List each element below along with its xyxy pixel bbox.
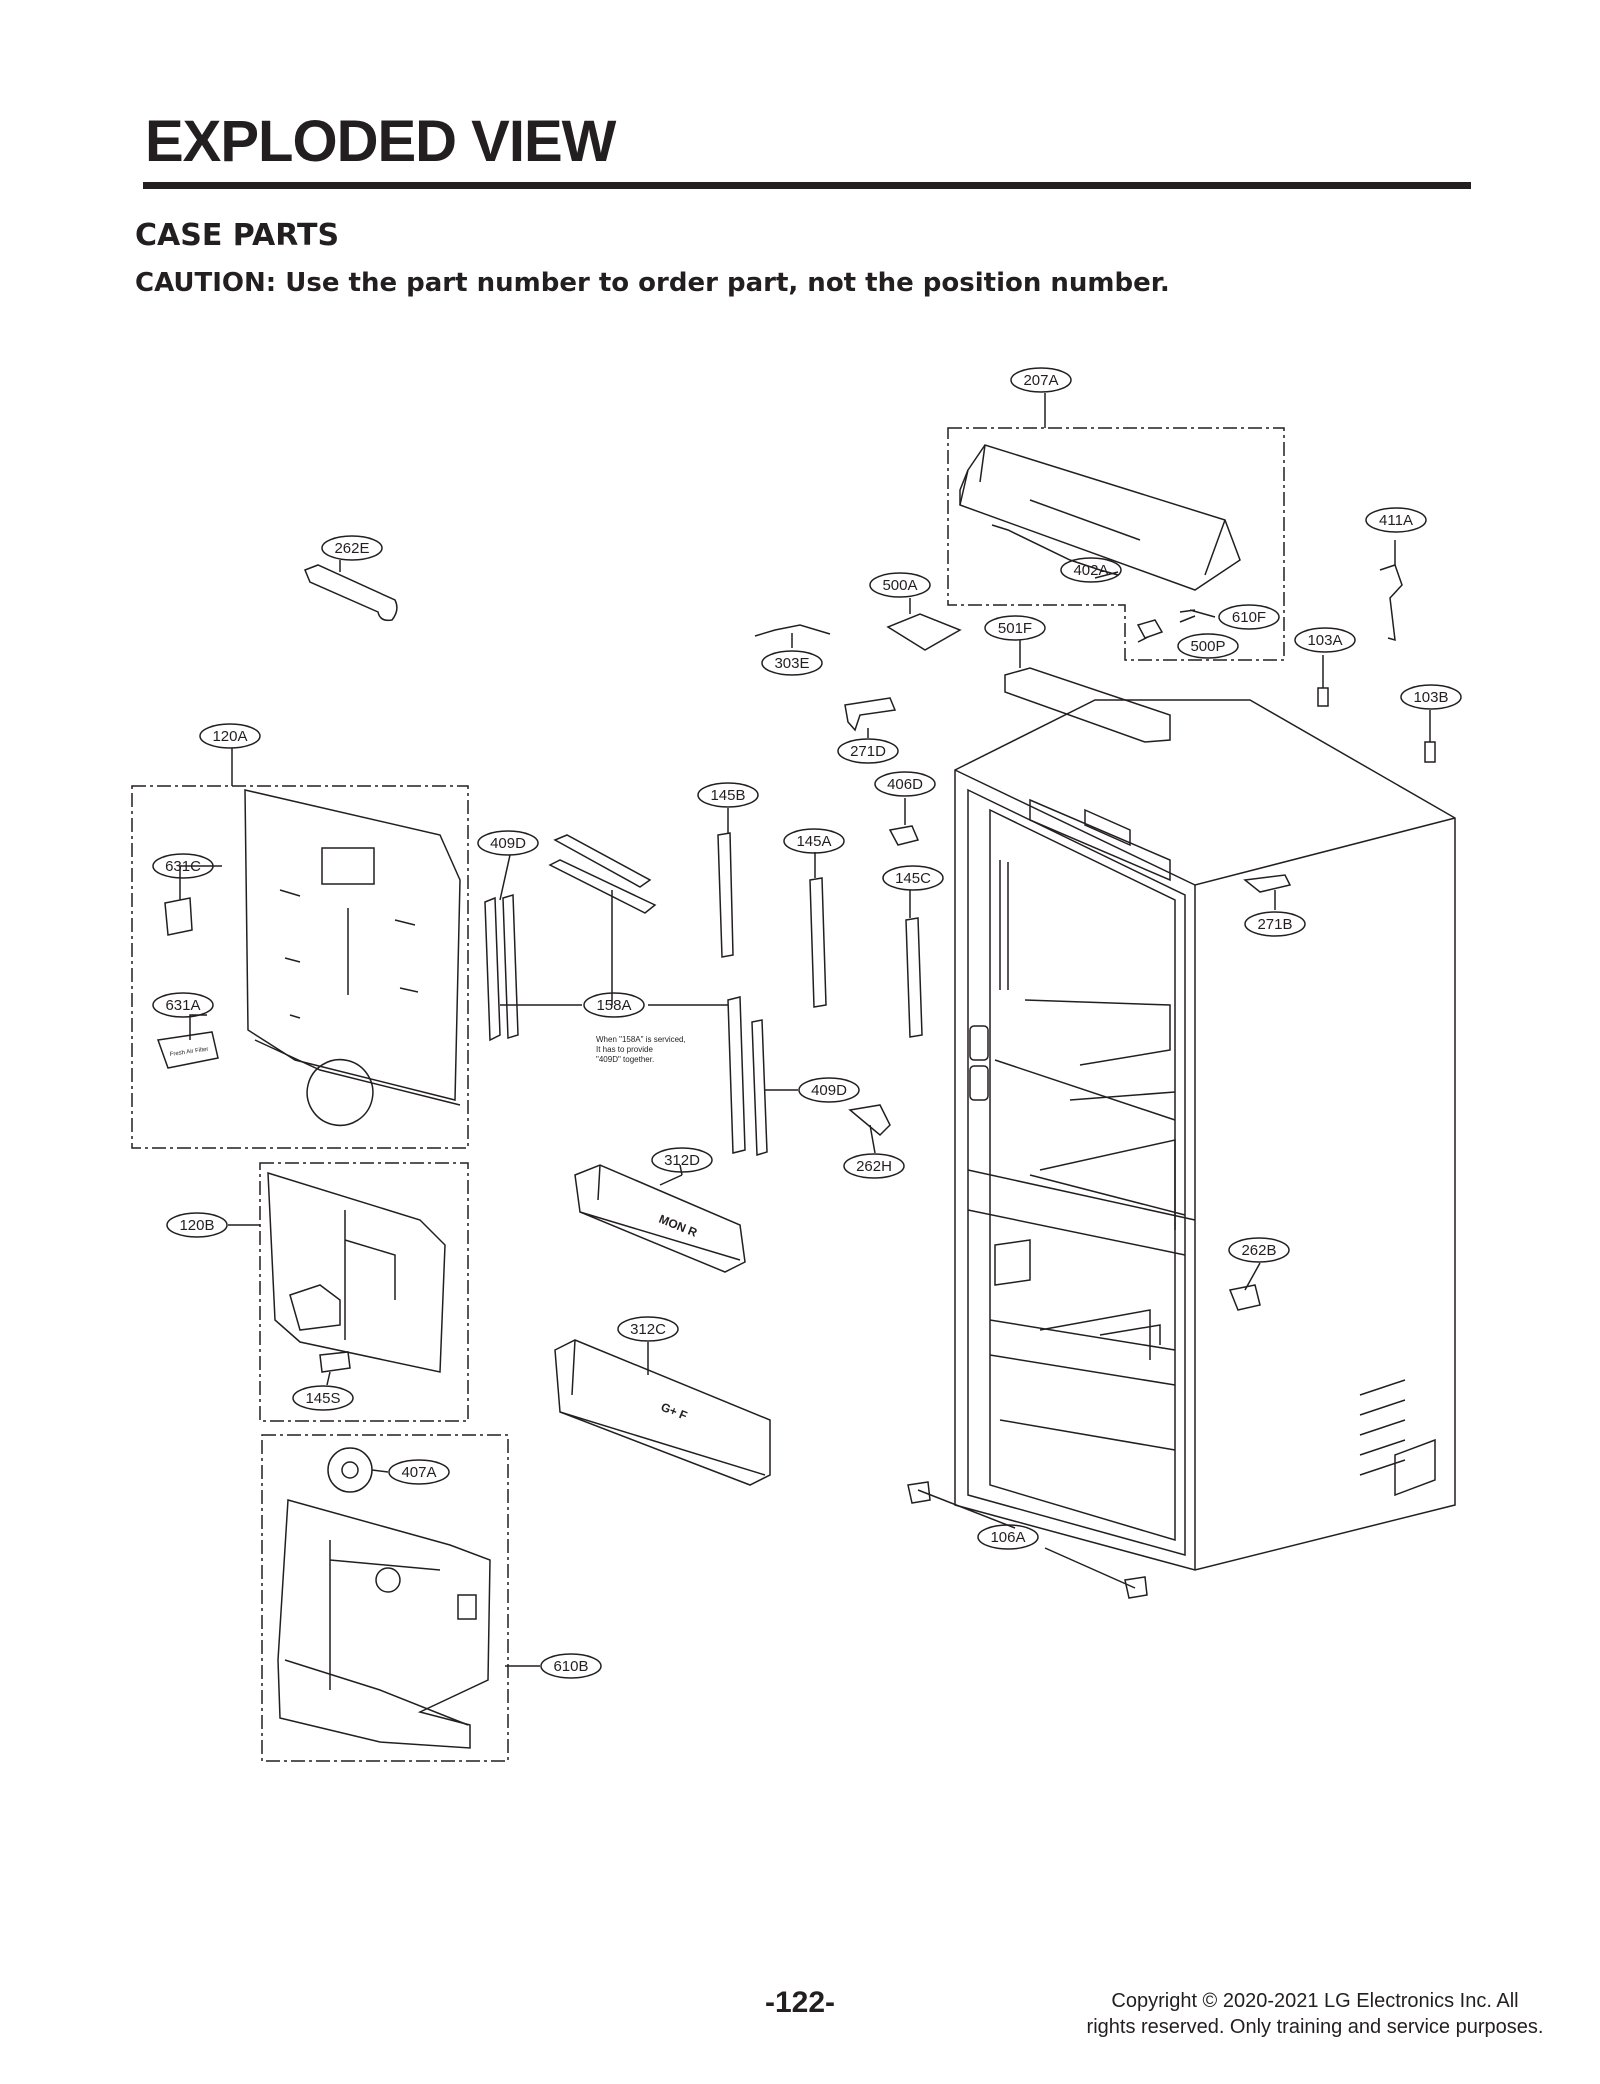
part-303E-wire <box>754 624 831 637</box>
part-500P-module <box>1136 619 1164 639</box>
part-610B-duct <box>277 1499 491 1749</box>
service-note-line-3: "409D" together. <box>596 1055 654 1064</box>
part-409D-top-bar <box>553 834 652 888</box>
part-402A-wire <box>991 524 1119 576</box>
part-406D <box>888 825 920 846</box>
callout-500P: 500P <box>1190 638 1225 655</box>
callout-158A: 158A <box>596 997 631 1014</box>
part-103B <box>1424 741 1436 763</box>
service-note-line-2: It has to provide <box>596 1045 653 1054</box>
part-262H <box>848 1104 891 1137</box>
part-103A <box>1317 687 1329 707</box>
filter-label: Fresh Air Filter <box>169 1047 208 1058</box>
callout-ellipses <box>152 367 1462 1679</box>
callout-500A: 500A <box>882 577 917 594</box>
callout-402A: 402A <box>1073 562 1108 579</box>
part-106A-leg-front <box>907 1481 931 1504</box>
part-271D-hinge <box>844 697 897 732</box>
callout-271D: 271D <box>850 743 886 760</box>
part-145B-rail <box>717 832 734 958</box>
group-box-610B <box>261 1434 509 1762</box>
part-409D-right-strip <box>502 894 519 1039</box>
caution-note: CAUTION: Use the part number to order pa… <box>135 268 1170 298</box>
part-262E-wrench <box>304 564 398 622</box>
leader-lines <box>179 393 1431 1667</box>
part-145C-rail <box>905 917 923 1038</box>
part-158A-vertical <box>727 996 746 1154</box>
part-106A-leg-back <box>1124 1576 1148 1599</box>
section-title: CASE PARTS <box>135 218 340 253</box>
callout-631A: 631A <box>165 997 200 1014</box>
part-501F-duct <box>1004 667 1171 743</box>
part-631A-filter <box>156 1031 219 1069</box>
callout-303E: 303E <box>774 655 809 672</box>
callout-406D: 406D <box>887 776 923 793</box>
copyright-notice: Copyright © 2020-2021 LG Electronics Inc… <box>1086 1990 1544 2038</box>
callout-103A: 103A <box>1307 632 1342 649</box>
callout-145A: 145A <box>796 833 831 850</box>
callout-145S: 145S <box>305 1390 340 1407</box>
part-120A-panel <box>244 789 461 1127</box>
part-500A-board <box>886 613 962 651</box>
callout-271B: 271B <box>1257 916 1292 933</box>
callout-610F: 610F <box>1232 609 1266 626</box>
refrigerator-cabinet <box>954 699 1456 1571</box>
callout-145B: 145B <box>710 787 745 804</box>
callout-409D-bottom: 409D <box>811 1082 847 1099</box>
bin-312C-label: G+ F <box>659 1400 689 1423</box>
callout-207A: 207A <box>1023 372 1058 389</box>
callout-631C: 631C <box>165 858 201 875</box>
callout-120B: 120B <box>179 1217 214 1234</box>
bin-312D-label: MON R <box>657 1212 700 1240</box>
callout-312D: 312D <box>664 1152 700 1169</box>
group-box-207A <box>947 427 1285 661</box>
callout-312C: 312C <box>630 1321 666 1338</box>
part-145S <box>319 1351 351 1373</box>
callout-103B: 103B <box>1413 689 1448 706</box>
part-145A-rail <box>809 877 827 1008</box>
title-rule <box>143 182 1471 189</box>
part-631C-filter <box>164 897 193 936</box>
callout-262H: 262H <box>856 1158 892 1175</box>
callout-120A: 120A <box>212 728 247 745</box>
part-409D-left-strip <box>484 896 501 1042</box>
group-box-120B <box>259 1162 469 1422</box>
service-note: When "158A" is serviced, It has to provi… <box>596 1035 686 1064</box>
callout-262B: 262B <box>1241 1242 1276 1259</box>
part-120B-cover <box>267 1171 446 1373</box>
part-411A-cord <box>1379 564 1403 642</box>
callout-501F: 501F <box>998 620 1032 637</box>
callout-409D-top: 409D <box>490 835 526 852</box>
callout-610B: 610B <box>553 1658 588 1675</box>
group-box-120A <box>131 785 469 1149</box>
callout-labels: 207A 411A 402A 500A 610F 501F 500P 103A … <box>165 372 1448 1675</box>
part-610F-connector <box>1179 609 1216 618</box>
part-407A-fan <box>327 1447 373 1493</box>
part-207A-cover <box>959 444 1241 591</box>
part-271B-hinge <box>1243 874 1292 893</box>
callout-411A: 411A <box>1379 512 1413 529</box>
part-409D-vertical <box>751 1019 768 1156</box>
callout-106A: 106A <box>990 1529 1025 1546</box>
callout-262E: 262E <box>334 540 369 557</box>
part-158A-bar <box>548 859 657 914</box>
page-title: EXPLODED VIEW <box>145 109 616 174</box>
page-number: -122- <box>765 1986 836 2019</box>
service-note-line-1: When "158A" is serviced, <box>596 1035 686 1044</box>
callout-145C: 145C <box>895 870 931 887</box>
callout-407A: 407A <box>401 1464 436 1481</box>
